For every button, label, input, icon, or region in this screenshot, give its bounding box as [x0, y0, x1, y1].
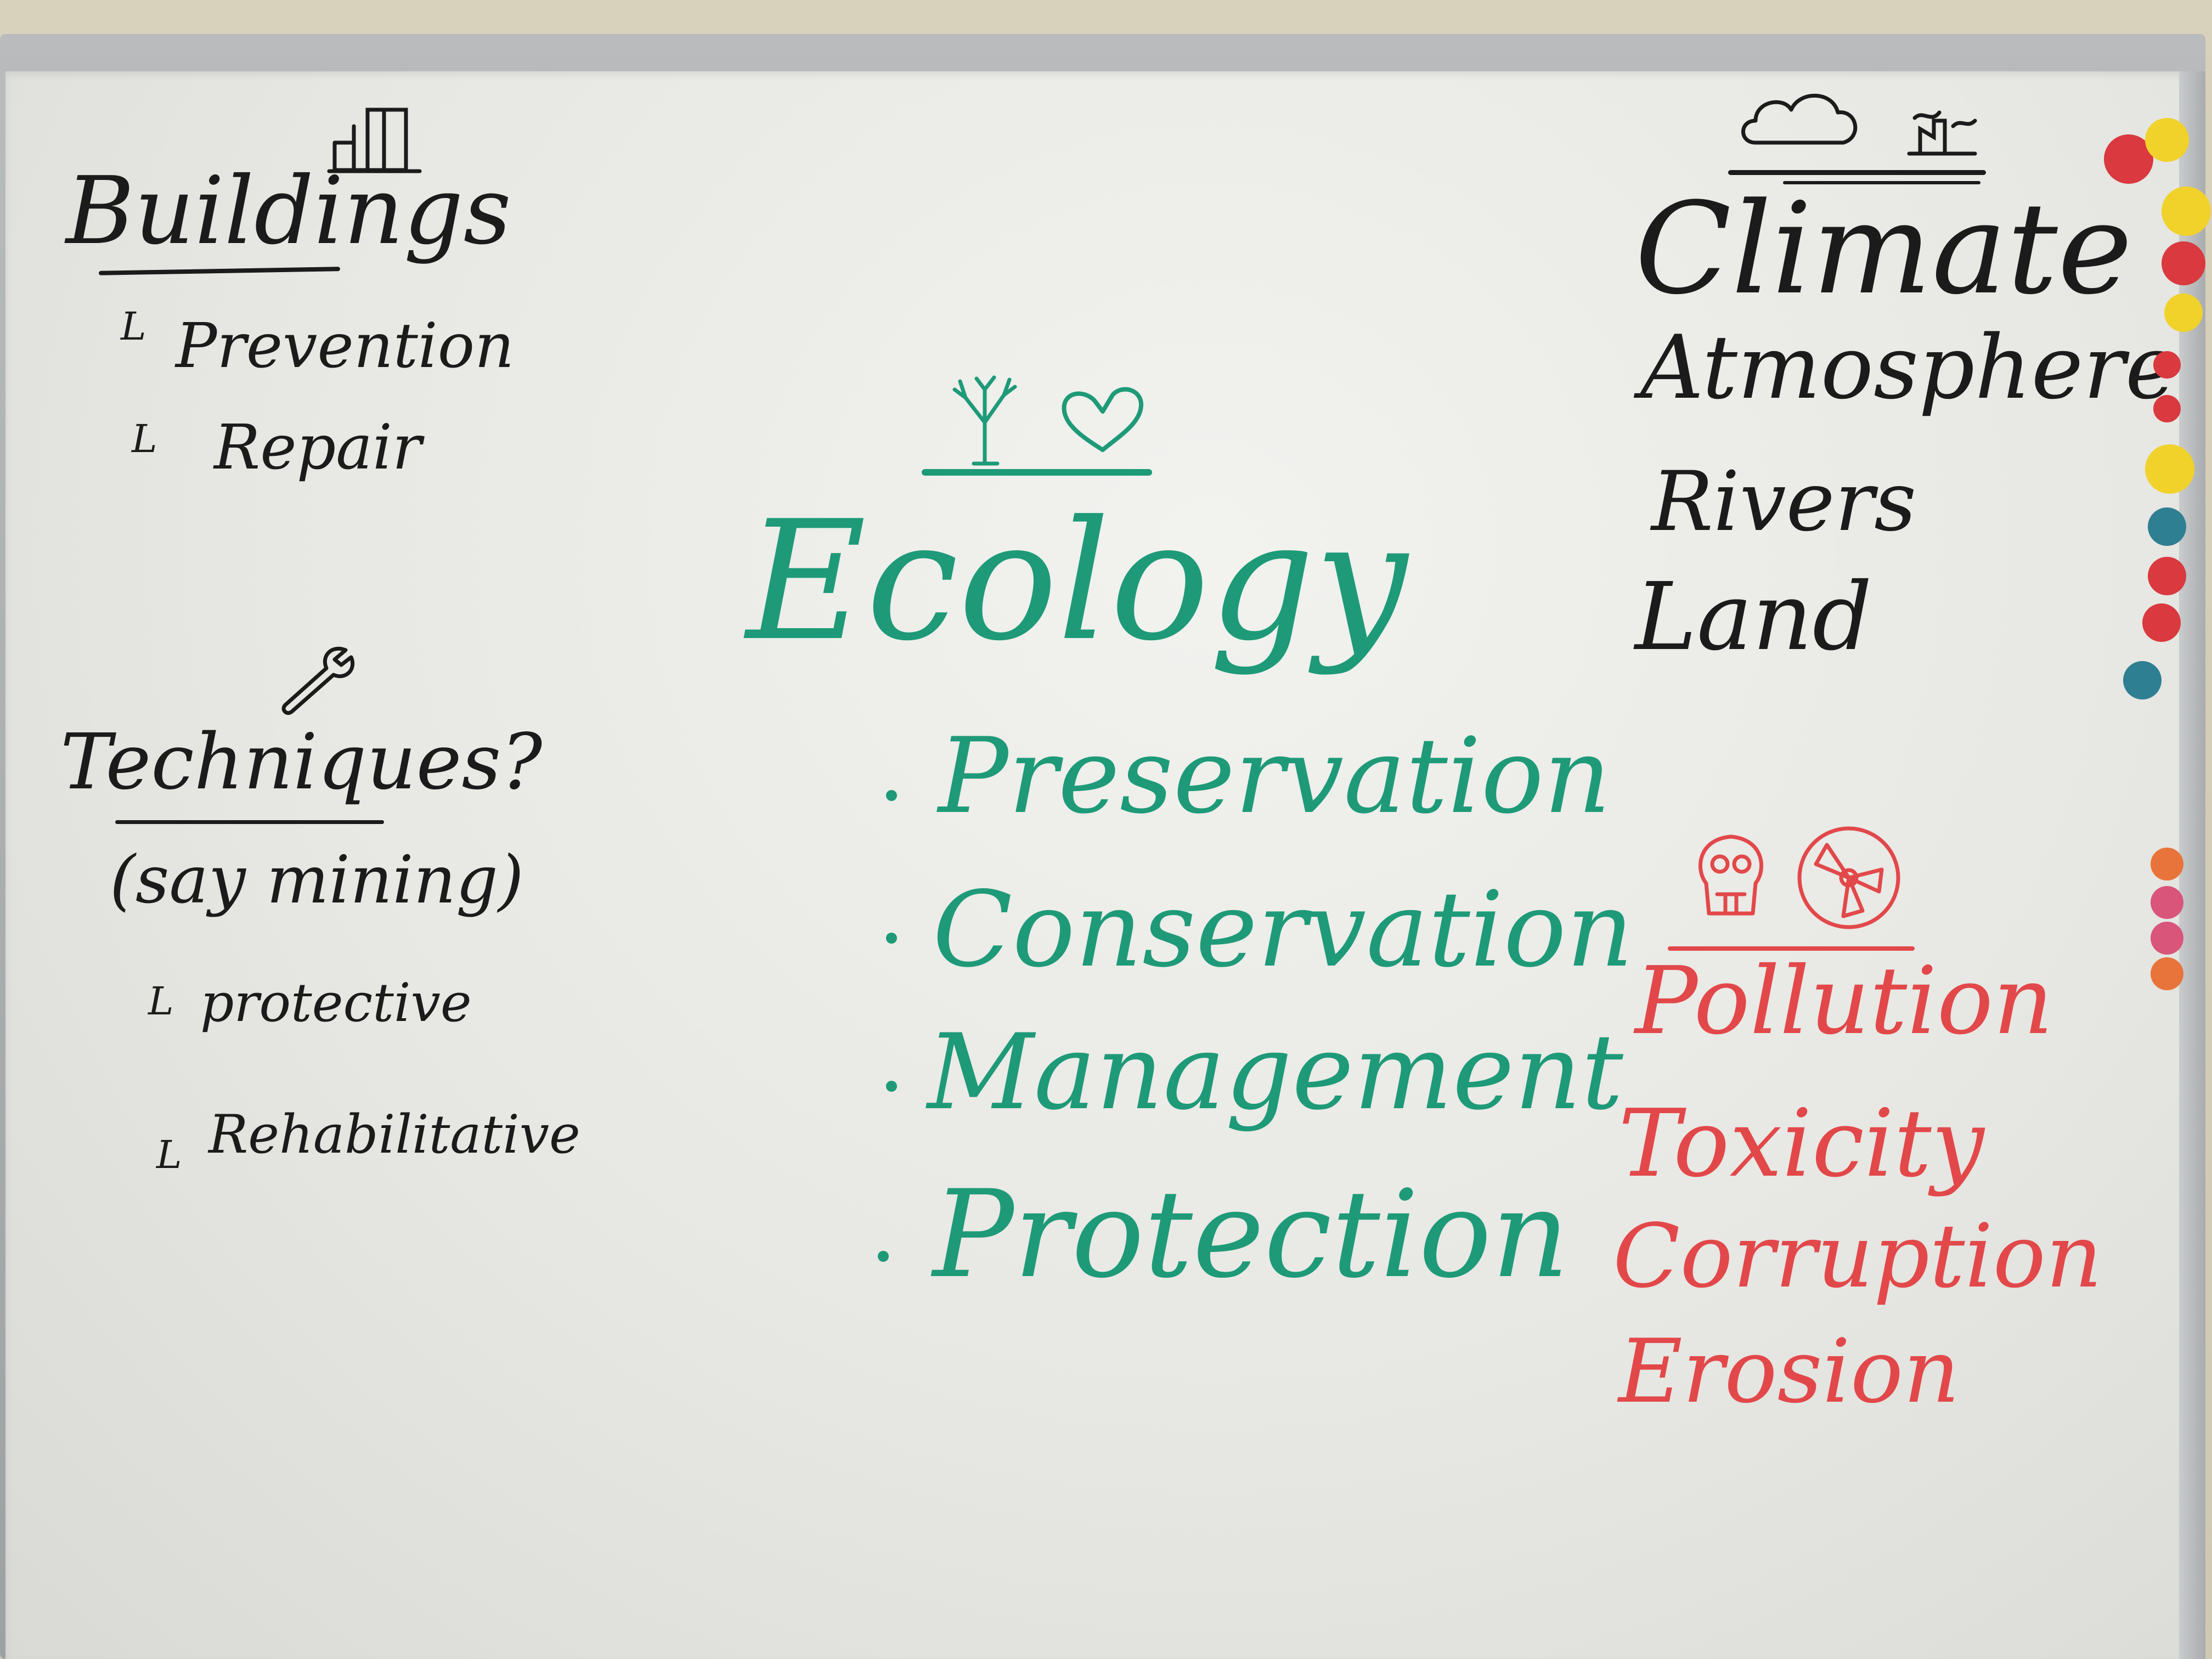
- ecology-item-conservation: Conservation: [933, 869, 1634, 990]
- techniques-note: (say mining): [110, 842, 524, 918]
- bullet-prevention: L: [121, 304, 146, 349]
- bullet-rehabilitative: L: [156, 1132, 182, 1177]
- whiteboard-edge: [2179, 71, 2205, 1659]
- climate-rule-second: [1783, 181, 1980, 184]
- magnet-blue[interactable]: [2123, 661, 2162, 699]
- magnet-yellow[interactable]: [2164, 294, 2203, 332]
- magnet-blue[interactable]: [2148, 507, 2186, 546]
- magnet-red[interactable]: [2153, 351, 2181, 379]
- magnet-pink[interactable]: [2151, 886, 2183, 919]
- climate-rule: [1728, 170, 1986, 175]
- climate-heading: Climate: [1635, 176, 2132, 323]
- ecology-heading: Ecology: [746, 486, 1408, 677]
- building-icon: [327, 108, 422, 173]
- pollution-rule: [1668, 946, 1915, 951]
- bullet-dot: [886, 1081, 897, 1092]
- magnet-orange[interactable]: [2151, 957, 2183, 990]
- whiteboard-surface: [5, 71, 2194, 1659]
- ecology-item-management: Management: [927, 1012, 1623, 1133]
- bullet-dot: [886, 933, 897, 944]
- magnet-red[interactable]: [2162, 241, 2205, 285]
- pollution-item-toxicity: Toxicity: [1618, 1090, 1984, 1198]
- techniques-underline: [115, 820, 384, 824]
- magnet-yellow[interactable]: [2145, 444, 2194, 494]
- ecology-item-preservation: Preservation: [938, 715, 1611, 837]
- bullet-protective: L: [148, 979, 174, 1024]
- cloud-icon: [1741, 93, 1858, 145]
- magnet-red[interactable]: [2142, 603, 2181, 642]
- ecology-item-protection: Protection: [933, 1164, 1570, 1305]
- factory-icon: [1907, 110, 1977, 156]
- ecology-rule: [922, 469, 1152, 476]
- buildings-heading: Buildings: [66, 157, 511, 266]
- magnet-yellow[interactable]: [2162, 187, 2211, 236]
- heart-icon: [1062, 387, 1143, 452]
- pollution-item-erosion: Erosion: [1618, 1320, 1960, 1423]
- magnet-red[interactable]: [2148, 557, 2186, 595]
- buildings-item-prevention: Prevention: [176, 311, 515, 382]
- techniques-item-protective: protective: [200, 972, 472, 1034]
- skull-icon: [1699, 834, 1763, 916]
- magnet-pink[interactable]: [2151, 922, 2183, 955]
- bullet-dot: [878, 1251, 889, 1262]
- climate-item-rivers: Rivers: [1651, 454, 1917, 550]
- bullet-repair: L: [132, 416, 157, 461]
- magnet-red[interactable]: [2153, 395, 2181, 422]
- climate-item-land: Land: [1635, 563, 1872, 672]
- magnet-yellow[interactable]: [2145, 118, 2189, 162]
- techniques-heading: Techniques?: [60, 718, 543, 807]
- pollution-heading: Pollution: [1635, 947, 2053, 1056]
- magnet-orange[interactable]: [2151, 848, 2183, 881]
- techniques-item-rehabilitative: Rehabilitative: [208, 1104, 580, 1165]
- tree-icon: [952, 375, 1017, 466]
- bullet-dot: [886, 790, 897, 801]
- pollution-item-corruption: Corruption: [1613, 1205, 2103, 1307]
- radiation-icon: [1797, 826, 1900, 929]
- climate-item-atmosphere: Atmosphere: [1640, 316, 2177, 419]
- wrench-icon: [281, 646, 355, 715]
- buildings-item-repair: Repair: [214, 412, 422, 483]
